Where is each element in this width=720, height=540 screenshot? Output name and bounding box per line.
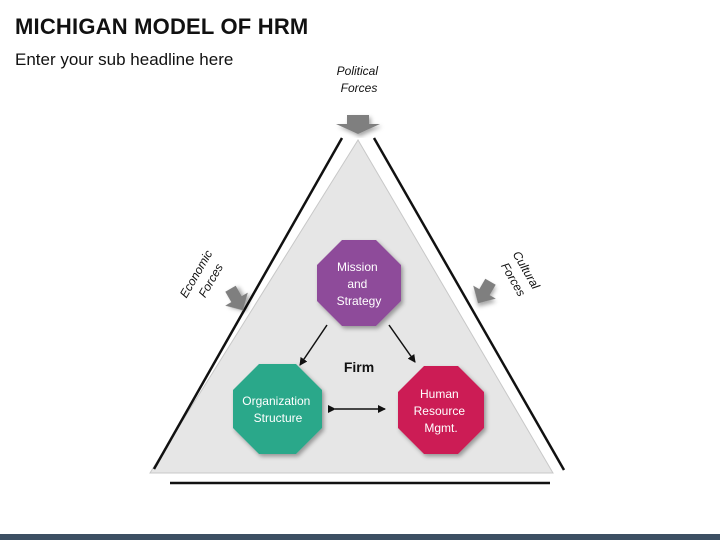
page-title: MICHIGAN MODEL OF HRM — [15, 14, 309, 39]
left-boundary-line — [152, 137, 344, 470]
hr-line-1: Human — [420, 387, 459, 401]
mission-strategy-node — [317, 240, 401, 326]
political-label-line-2: Forces — [341, 81, 378, 95]
right-boundary-line — [372, 137, 566, 471]
mission-line-3: Strategy — [337, 294, 382, 308]
svg-text:Economic Forces: Economic Forces — [177, 245, 231, 309]
organization-line-2: Structure — [254, 411, 303, 425]
organization-line-1: Organization — [242, 394, 310, 408]
mission-line-1: Mission — [337, 260, 378, 274]
political-force-arrow — [336, 115, 380, 134]
svg-text:Cultural Forces: Cultural Forces — [496, 249, 544, 303]
cultural-forces-label: Cultural Forces — [496, 249, 544, 303]
organization-octagon — [233, 364, 322, 454]
hr-line-3: Mgmt. — [424, 421, 457, 435]
arrow-mission-to-hr — [388, 324, 416, 363]
hr-octagon — [398, 366, 484, 454]
arrow-mission-to-organization — [299, 324, 328, 366]
mission-octagon — [317, 240, 401, 326]
human-resource-node — [398, 366, 484, 454]
cultural-force-arrow — [473, 278, 496, 304]
economic-force-arrow — [225, 285, 248, 311]
firm-label: Firm — [344, 359, 374, 375]
hr-text: Human Resource Mgmt. — [414, 387, 469, 435]
organization-text: Organization Structure — [242, 394, 313, 425]
political-forces-label: Political Forces — [337, 64, 382, 95]
hr-line-2: Resource — [414, 404, 466, 418]
footer-bar — [0, 534, 720, 540]
page-subtitle: Enter your sub headline here — [15, 50, 234, 69]
mission-line-2: and — [347, 277, 367, 291]
organization-structure-node — [233, 364, 322, 454]
political-label-line-1: Political — [337, 64, 379, 78]
mission-text: Mission and Strategy — [337, 260, 382, 308]
economic-forces-label: Economic Forces — [177, 245, 231, 309]
